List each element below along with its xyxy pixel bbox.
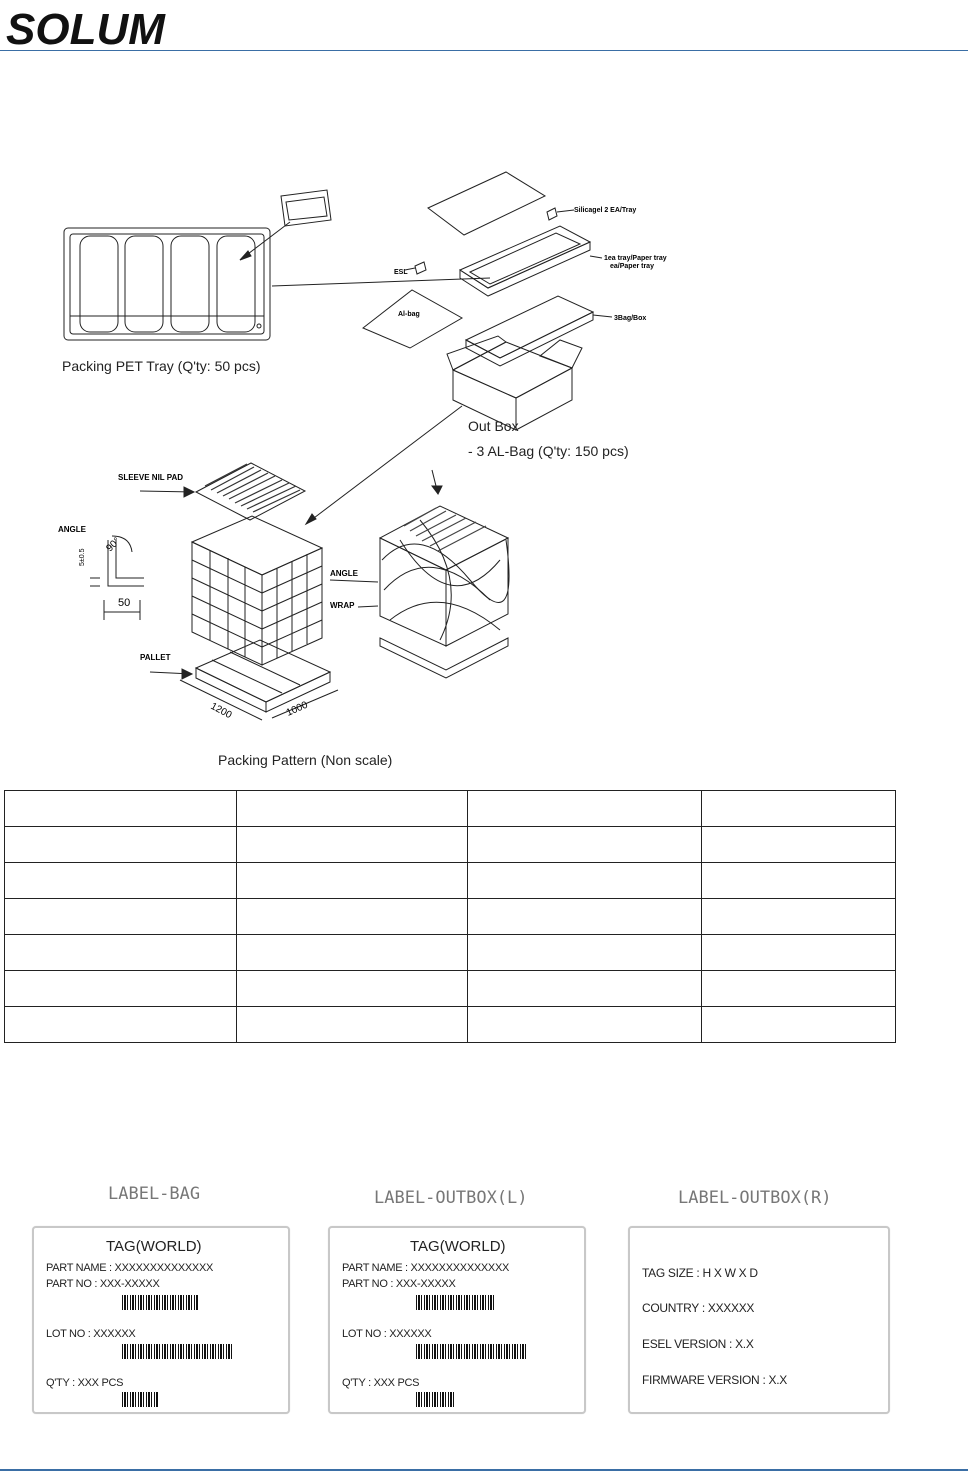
table-cell	[4, 934, 237, 971]
label-outbox-r-title: LABEL-OUTBOX(R)	[678, 1188, 832, 1208]
table-cell	[701, 826, 896, 863]
table-cell	[467, 970, 703, 1007]
table-cell	[4, 898, 237, 935]
table-row	[4, 1006, 896, 1043]
table-cell	[701, 934, 896, 971]
dim-90: 90°	[104, 536, 122, 554]
tray-callout-1: 1ea tray/Paper tray	[604, 255, 667, 262]
albag-callout: Al-bag	[398, 311, 420, 318]
table-row	[4, 790, 896, 827]
table-cell	[4, 790, 237, 827]
table-cell	[701, 898, 896, 935]
tray-callout-2: ea/Paper tray	[610, 263, 654, 270]
solum-logo: SOLUM	[6, 5, 166, 50]
label-outbox-l-qty: Q'TY : XXX PCS	[342, 1377, 420, 1389]
angle-detail-callout: ANGLE	[58, 525, 87, 534]
barcode-icon	[416, 1392, 454, 1407]
barcode-icon	[122, 1295, 198, 1310]
table-cell	[701, 862, 896, 899]
table-row	[4, 862, 896, 899]
header-rule	[0, 50, 968, 51]
label-bag-title: LABEL-BAG	[108, 1184, 201, 1204]
table-cell	[467, 934, 703, 971]
table-cell	[467, 790, 703, 827]
table-cell	[235, 898, 469, 935]
sleeve-callout: SLEEVE NIL PAD	[118, 473, 183, 482]
table-cell	[467, 1006, 703, 1043]
exploded-assembly	[362, 171, 613, 431]
barcode-icon	[122, 1344, 234, 1359]
dim-1000: 1000	[285, 699, 310, 718]
table-cell	[467, 826, 703, 863]
table-cell	[235, 934, 469, 971]
packing-spec-table	[4, 790, 896, 1043]
esl-callout: ESL	[394, 269, 408, 276]
outbox-leader-line	[305, 405, 463, 525]
label-outbox-l-part-no: PART NO : XXX-XXXXX	[342, 1278, 456, 1290]
pattern-caption: Packing Pattern (Non scale)	[218, 752, 393, 768]
table-cell	[235, 790, 469, 827]
label-bag-tag: TAG(WORLD)	[106, 1238, 202, 1255]
table-cell	[4, 970, 237, 1007]
label-outbox-r-firmware-version: FIRMWARE VERSION : X.X	[642, 1373, 787, 1387]
label-outbox-r-tag-size: TAG SIZE : H X W X D	[642, 1266, 758, 1280]
outbox-caption-2: - 3 AL-Bag (Q'ty: 150 pcs)	[468, 443, 629, 459]
table-cell	[235, 862, 469, 899]
table-cell	[235, 826, 469, 863]
table-cell	[701, 970, 896, 1007]
silicagel-callout: Silicagel 2 EA/Tray	[574, 207, 636, 214]
dim-5: 5±0.5	[79, 548, 86, 566]
label-outbox-r-country: COUNTRY : XXXXXX	[642, 1301, 755, 1315]
footer-rule	[0, 1469, 968, 1471]
label-bag-lot-no: LOT NO : XXXXXX	[46, 1328, 136, 1340]
table-row	[4, 898, 896, 935]
bagbox-callout: 3Bag/Box	[614, 315, 646, 322]
table-row	[4, 970, 896, 1007]
label-bag-qty: Q'TY : XXX PCS	[46, 1377, 124, 1389]
logo-text: SOLUM	[6, 5, 166, 50]
table-cell	[701, 790, 896, 827]
table-cell	[4, 862, 237, 899]
barcode-icon	[416, 1344, 528, 1359]
label-bag-part-no: PART NO : XXX-XXXXX	[46, 1278, 160, 1290]
table-cell	[467, 862, 703, 899]
label-outbox-l-lot-no: LOT NO : XXXXXX	[342, 1328, 432, 1340]
outbox-caption-1: Out Box	[468, 418, 519, 434]
table-row	[4, 826, 896, 863]
table-cell	[467, 898, 703, 935]
barcode-icon	[122, 1392, 158, 1407]
barcode-icon	[416, 1295, 494, 1310]
label-outbox-l-tag: TAG(WORLD)	[410, 1238, 506, 1255]
tray-caption: Packing PET Tray (Q'ty: 50 pcs)	[62, 358, 261, 374]
pallet-callout: PALLET	[140, 653, 171, 662]
pallet-stack-drawing	[149, 515, 339, 721]
table-row	[4, 934, 896, 971]
table-cell	[4, 1006, 237, 1043]
table-cell	[701, 1006, 896, 1043]
pet-tray-drawing	[63, 227, 271, 341]
esl-tag-drawing	[239, 189, 332, 261]
sleeve-pad-drawing	[139, 462, 307, 521]
label-bag-card: TAG(WORLD) PART NAME : XXXXXXXXXXXXXX PA…	[32, 1226, 290, 1414]
table-cell	[235, 970, 469, 1007]
dim-50: 50	[118, 597, 130, 609]
label-outbox-r-esel-version: ESEL VERSION : X.X	[642, 1337, 754, 1351]
tray-leader-line	[271, 277, 491, 287]
label-outbox-l-title: LABEL-OUTBOX(L)	[374, 1188, 528, 1208]
wrapped-stack-drawing	[329, 469, 510, 679]
label-outbox-l-card: TAG(WORLD) PART NAME : XXXXXXXXXXXXXX PA…	[328, 1226, 586, 1414]
angle-callout: ANGLE	[330, 569, 359, 578]
angle-detail-drawing	[90, 535, 144, 620]
table-cell	[4, 826, 237, 863]
wrap-callout: WRAP	[330, 601, 355, 610]
label-bag-part-name: PART NAME : XXXXXXXXXXXXXX	[46, 1262, 214, 1274]
table-cell	[235, 1006, 469, 1043]
packing-drawing: Silicagel 2 EA/Tray 1ea tray/Paper tray …	[58, 171, 667, 721]
label-outbox-r-card: TAG SIZE : H X W X D COUNTRY : XXXXXX ES…	[628, 1226, 890, 1414]
label-outbox-l-part-name: PART NAME : XXXXXXXXXXXXXX	[342, 1262, 510, 1274]
